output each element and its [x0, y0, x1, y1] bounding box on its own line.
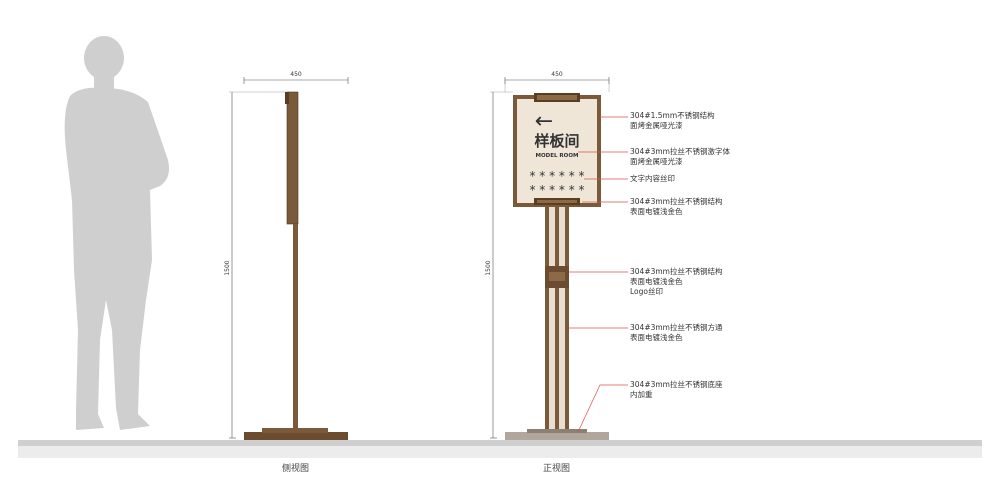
front-base	[505, 432, 609, 440]
annotation-1-line2: 面烤金属哑光漆	[630, 121, 683, 130]
annotation-4-line2: 表面电镀浅金色	[630, 207, 683, 216]
annotation-5-line2: 表面电镀浅金色	[630, 277, 683, 286]
front-width-label: 450	[551, 71, 563, 78]
side-view: 450 1500	[224, 71, 349, 440]
front-view-caption: 正视图	[543, 464, 571, 474]
annotation-2: 304#3mm拉丝不锈钢激字体 面烤金属哑光漆	[630, 147, 730, 167]
sign-panel	[517, 99, 597, 203]
annotation-7: 304#3mm拉丝不锈钢底座 内加重	[630, 380, 722, 400]
sign-title: 样板间	[534, 132, 579, 150]
sign-subtitle: MODEL ROOM	[536, 153, 579, 159]
annotation-4: 304#3mm拉丝不锈钢结构 表面电镀浅金色	[630, 197, 722, 217]
annotation-1-line1: 304#1.5mm不锈钢结构	[630, 111, 715, 120]
side-width-label: 450	[290, 71, 302, 78]
annotation-2-line1: 304#3mm拉丝不锈钢激字体	[630, 147, 730, 156]
annotation-5: 304#3mm拉丝不锈钢结构 表面电镀浅金色 Logo丝印	[630, 267, 722, 297]
annotation-4-line1: 304#3mm拉丝不锈钢结构	[630, 197, 723, 206]
annotation-6: 304#3mm拉丝不锈钢方通 表面电镀浅金色	[630, 323, 722, 343]
human-silhouette	[64, 36, 169, 431]
side-panel	[286, 91, 299, 225]
annotation-5-line1: 304#3mm拉丝不锈钢结构	[630, 267, 723, 276]
annotation-2-line2: 面烤金属哑光漆	[630, 157, 683, 166]
annotation-6-line1: 304#3mm拉丝不锈钢方通	[630, 323, 723, 332]
pole-left	[545, 207, 549, 434]
annotation-6-line2: 表面电镀浅金色	[630, 333, 683, 342]
side-base	[244, 432, 348, 440]
arrow-glyph: ←	[535, 109, 553, 134]
annotation-7-line1: 304#3mm拉丝不锈钢底座	[630, 380, 723, 389]
side-height-label: 1500	[224, 260, 231, 275]
annotation-5-line3: Logo丝印	[630, 287, 663, 296]
annotation-1: 304#1.5mm不锈钢结构 面烤金属哑光漆	[630, 111, 715, 131]
side-view-caption: 侧视图	[282, 464, 310, 474]
ground-line	[18, 440, 982, 446]
front-view: 450 1500 ← 样板间 MODEL ROOM * * * * * * * …	[485, 71, 610, 440]
annotation-3: 文字内容丝印	[630, 174, 675, 184]
annotation-7-line2: 内加重	[630, 390, 653, 399]
annotation-3-line1: 文字内容丝印	[630, 174, 675, 183]
stars-row-1: * * * * * *	[529, 169, 584, 183]
leader-lines	[569, 116, 628, 433]
front-height-label: 1500	[485, 260, 492, 275]
stars-row-2: * * * * * *	[529, 183, 584, 197]
pole-center	[555, 207, 559, 434]
pole-right	[565, 207, 569, 434]
side-pole	[293, 224, 298, 432]
